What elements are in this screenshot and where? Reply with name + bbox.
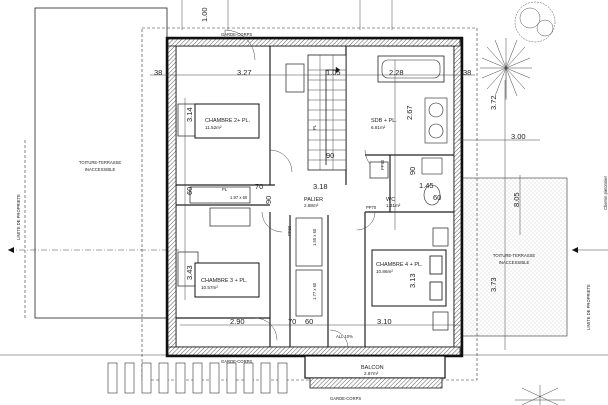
svg-text:10.57m²: 10.57m²	[201, 285, 218, 290]
railings	[107, 362, 288, 394]
bed-ch3	[194, 262, 260, 298]
svg-text:3.18: 3.18	[313, 182, 328, 191]
property-limit-right: LIMITE DE PROPRIETE	[586, 284, 591, 330]
svg-text:3.27: 3.27	[237, 68, 252, 77]
svg-text:2.87m²: 2.87m²	[364, 371, 379, 376]
svg-text:ALL 10%: ALL 10%	[336, 334, 353, 339]
svg-text:GARDE-CORPS: GARDE-CORPS	[221, 359, 252, 364]
svg-text:10.86m²: 10.86m²	[376, 269, 393, 274]
svg-text:3.10: 3.10	[377, 317, 392, 326]
svg-text:2.88m²: 2.88m²	[304, 203, 319, 208]
svg-text:90: 90	[264, 196, 273, 204]
right-terrace: TOITURE-TERRASSE INACCESSIBLE LIMITE DE …	[461, 175, 608, 337]
svg-text:70: 70	[288, 317, 296, 326]
bed-ch4	[371, 249, 447, 307]
svg-text:11.52m²: 11.52m²	[205, 125, 222, 130]
furniture	[177, 63, 449, 331]
svg-text:60: 60	[185, 187, 194, 195]
room-palier: PALIER	[304, 197, 323, 203]
svg-text:90: 90	[326, 151, 334, 160]
svg-text:90: 90	[408, 167, 417, 175]
svg-text:38: 38	[463, 68, 471, 77]
room-balcon: BALCON	[361, 365, 384, 371]
svg-text:PL: PL	[222, 187, 228, 192]
arrow-left-icon	[8, 247, 14, 253]
svg-text:PP70: PP70	[366, 205, 377, 210]
svg-text:3.00: 3.00	[511, 132, 526, 141]
svg-text:INACCESSIBLE: INACCESSIBLE	[499, 260, 530, 265]
tree-icon	[505, 1, 556, 100]
svg-text:3.43: 3.43	[185, 265, 194, 280]
svg-text:TOITURE-TERRASSE: TOITURE-TERRASSE	[79, 160, 121, 165]
svg-text:60: 60	[305, 317, 313, 326]
bed-ch2	[194, 103, 260, 139]
svg-text:TOITURE-TERRASSE: TOITURE-TERRASSE	[493, 253, 535, 258]
svg-text:2.90: 2.90	[230, 317, 245, 326]
svg-text:8.05: 8.05	[512, 192, 521, 207]
svg-text:3.13: 3.13	[408, 273, 417, 288]
dimension-texts: 1.00 3.27 1.05 2.28 38 38 3.72 3.00 2.67…	[154, 7, 526, 326]
svg-text:2.67: 2.67	[405, 105, 414, 120]
arrow-right-icon	[572, 247, 578, 253]
toilet	[421, 157, 443, 206]
dimension-lines	[150, 60, 540, 350]
svg-text:70: 70	[255, 182, 263, 191]
svg-text:INACCESSIBLE: INACCESSIBLE	[85, 167, 116, 172]
balcony	[304, 355, 446, 389]
svg-text:1.05: 1.05	[326, 68, 341, 77]
svg-text:2.28: 2.28	[389, 68, 404, 77]
room-chambre-2: CHAMBRE 2+ PL.	[205, 118, 251, 124]
room-sdb: SDB + PL.	[371, 118, 397, 124]
palm-tree-icon	[480, 38, 532, 98]
left-terrace: TOITURE-TERRASSE INACCESSIBLE LIMITE DE …	[8, 7, 180, 320]
property-limit-left: LIMITE DE PROPRIETE	[16, 194, 21, 240]
svg-text:3.72: 3.72	[489, 95, 498, 110]
svg-text:60: 60	[433, 193, 441, 202]
svg-text:1.97 x 60: 1.97 x 60	[230, 195, 248, 200]
svg-text:GARDE-CORPS: GARDE-CORPS	[221, 32, 252, 37]
svg-text:PP90: PP90	[380, 159, 385, 170]
bathtub	[377, 55, 445, 83]
svg-text:3.14: 3.14	[185, 107, 194, 122]
svg-text:1.00: 1.00	[200, 7, 209, 22]
palm-tree-icon-2	[515, 385, 565, 405]
room-chambre-3: CHAMBRE 3 + PL.	[201, 278, 248, 284]
svg-text:PL: PL	[312, 124, 317, 130]
svg-text:PP90: PP90	[287, 225, 292, 236]
svg-text:1.77 x 60: 1.77 x 60	[312, 282, 317, 300]
svg-text:1.55 x 60: 1.55 x 60	[312, 228, 317, 246]
svg-text:38: 38	[154, 68, 162, 77]
svg-text:GARDE-CORPS: GARDE-CORPS	[330, 396, 361, 401]
svg-text:1.31m²: 1.31m²	[386, 203, 401, 208]
staircase	[307, 54, 347, 171]
room-wc: WC	[386, 197, 395, 203]
svg-text:3.73: 3.73	[489, 277, 498, 292]
room-labels: CHAMBRE 2+ PL. 11.52m² SDB + PL. 6.81m² …	[201, 32, 423, 401]
room-chambre-4: CHAMBRE 4 + PL.	[376, 262, 423, 268]
svg-text:6.81m²: 6.81m²	[371, 125, 386, 130]
svg-text:1.45: 1.45	[419, 181, 434, 190]
sinks	[424, 97, 448, 144]
svg-text:Chemin pietonnier: Chemin pietonnier	[603, 175, 608, 210]
